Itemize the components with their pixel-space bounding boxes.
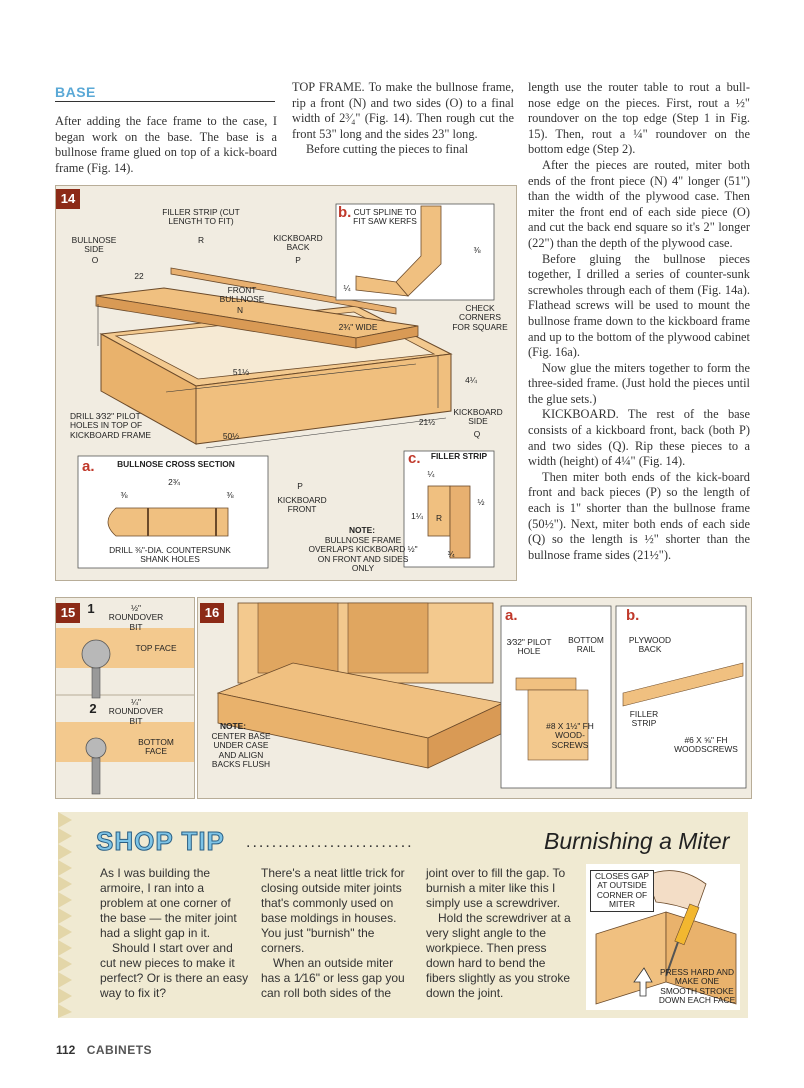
shop-tip-col-1: As I was building the armoire, I ran int… (100, 866, 250, 1001)
label-c-3-4: ¾ (447, 549, 455, 559)
label-bottom-rail: BOTTOM RAIL (568, 635, 604, 655)
figure-16-number: 16 (200, 603, 224, 623)
label-21-5: 21½ (418, 417, 436, 427)
label-bullnose-side: BULLNOSE SIDE (71, 235, 117, 255)
label-b-3-8: ⅜ (473, 245, 481, 255)
label-6-woodscrews: #6 x ⅝" Fh WOODSCREWS (674, 735, 738, 755)
label-quarter-roundover: ¼" ROUNDOVER BIT (108, 697, 164, 726)
detail-a-letter: a. (82, 458, 95, 475)
label-cut-spline: CUT SPLINE TO FIT SAW KERFS (353, 207, 417, 227)
shop-tip-col3-p2: Hold the screwdriver at a very slight an… (426, 911, 571, 1000)
figure-16: 16 NOTE: CENTER BASE UNDER CASE AND ALIG… (197, 597, 752, 799)
label-r: R (197, 235, 205, 245)
label-p-front: P (297, 481, 303, 491)
label-note-16-title: NOTE: (219, 721, 247, 731)
shop-tip-col2-p2: When an outside miter has a 1⁄16" or les… (261, 956, 405, 1000)
label-a-2-75: 2¾ (168, 477, 180, 487)
shop-tip-subtitle: Burnishing a Miter (544, 828, 730, 854)
label-c-r: R (435, 513, 443, 523)
col3-paragraph-1: length use the router table to rout a bu… (528, 80, 750, 157)
col3-paragraph-6: Then miter both ends of the kick-board f… (528, 469, 750, 562)
detail-b-letter: b. (338, 204, 352, 221)
label-c-1-25: 1¼ (411, 511, 423, 521)
shop-tip-col-2: There's a neat little trick for closing … (261, 866, 411, 1001)
col3-paragraph-3: Before gluing the bullnose pieces togeth… (528, 251, 750, 360)
label-top-face: TOP FACE (135, 643, 177, 653)
step-1: 1 (87, 601, 95, 616)
figure-15-number: 15 (56, 603, 80, 623)
col2-paragraph-1: TOP FRAME. To make the bullnose frame, r… (292, 80, 514, 141)
shop-tip-col-3: joint over to fill the gap. To burnish a… (426, 866, 578, 1001)
col3-paragraph-2: After the pieces are routed, miter both … (528, 157, 750, 250)
label-pilot-hole: 3⁄32" PILOT HOLE (506, 637, 552, 657)
page-footer: 112 CABINETS (56, 1043, 152, 1057)
figure-14-drawing (77, 203, 495, 569)
label-wide: 2¾" WIDE (338, 322, 378, 332)
label-o: O (91, 255, 99, 265)
label-kickboard-back: KICKBOARD BACK (273, 233, 323, 253)
label-filler-strip-detail: FILLER STRIP (430, 451, 488, 461)
shop-tip-col3-p1: joint over to fill the gap. To burnish a… (426, 866, 566, 910)
label-half-roundover: ½" ROUNDOVER BIT (108, 603, 164, 632)
figure-15-drawing (56, 628, 194, 795)
label-51-5: 51½ (232, 367, 250, 377)
label-a-3-8-left: ⅜ (120, 490, 128, 500)
column-1: After adding the face frame to the case,… (55, 114, 277, 176)
heading-rule (55, 101, 275, 102)
label-p: P (295, 255, 301, 265)
label-bullnose-cross-section: BULLNOSE CROSS SECTION (117, 459, 235, 469)
col3-paragraph-4: Now glue the miters together to form the… (528, 360, 750, 406)
label-note-16: CENTER BASE UNDER CASE AND ALIGN BACKS F… (211, 731, 271, 770)
label-22: 22 (134, 271, 144, 281)
label-filler-strip: FILLER STRIP (CUT LENGTH TO FIT) (162, 207, 240, 227)
shop-tip-col1-p1: As I was building the armoire, I ran int… (100, 866, 237, 940)
shop-tip-dots: .......................... (246, 834, 414, 851)
screwdriver-illustration (595, 870, 737, 1005)
detail-c-letter: c. (408, 450, 421, 467)
label-check-corners: CHECK CORNERS FOR SQUARE (452, 303, 508, 332)
page-number: 112 (56, 1043, 76, 1057)
section-name: CABINETS (86, 1043, 153, 1057)
label-filler-strip-16: FILLER STRIP (629, 709, 659, 729)
label-kickboard-side: KICKBOARD SIDE (453, 407, 503, 427)
section-heading-base: BASE (55, 84, 96, 100)
label-bottom-face: BOTTOM FACE (138, 737, 174, 757)
label-c-1-2: ½ (477, 497, 485, 507)
figure-15: 15 1 ½" ROUNDOVER BIT TOP FACE 2 ¼" ROUN… (55, 597, 195, 799)
label-closes-gap: CLOSES GAP AT OUTSIDE CORNER OF MITER (590, 870, 654, 912)
label-kickboard-front: KICKBOARD FRONT (277, 495, 327, 515)
col2-paragraph-2: Before cutting the pieces to final (306, 142, 469, 157)
label-drill-pilot: DRILL 3⁄32" PILOT HOLES IN TOP OF KICKBO… (70, 411, 151, 440)
column-3: length use the router table to rout a bu… (528, 80, 750, 563)
col1-paragraph: After adding the face frame to the case,… (55, 114, 277, 175)
figure-14-number: 14 (56, 189, 80, 209)
label-8-wood-screws: #8 x 1½" Fh WOOD-SCREWS (546, 721, 594, 750)
shop-tip-edge (58, 812, 72, 1018)
label-a-3-8-right: ⅜ (226, 490, 234, 500)
col3-paragraph-5: KICKBOARD. The rest of the base consists… (528, 407, 750, 469)
label-press-hard: PRESS HARD AND MAKE ONE SMOOTH STROKE DO… (658, 967, 736, 1006)
detail-16b-letter: b. (626, 607, 640, 624)
label-50-5: 50½ (222, 431, 240, 441)
shop-tip-col2-p1: There's a neat little trick for closing … (261, 866, 405, 955)
label-q: Q (473, 429, 481, 439)
shop-tip-box: SHOP TIP .......................... Burn… (58, 812, 748, 1018)
shop-tip-illustration: CLOSES GAP AT OUTSIDE CORNER OF MITER PR… (586, 864, 740, 1010)
label-drill-countersunk: DRILL ⅜"-DIA. COUNTERSUNK SHANK HOLES (109, 545, 231, 565)
figure-14: 14 FILLER STRIP (CUT LENGTH TO FIT) R BU… (55, 185, 517, 581)
shop-tip-col1-p2: Should I start over and cut new pieces t… (100, 941, 249, 1000)
label-plywood-back: PLYWOOD BACK (628, 635, 672, 655)
step-2: 2 (89, 701, 97, 716)
label-b-1-4: ¼ (343, 283, 351, 293)
label-note-title: NOTE: (348, 525, 376, 535)
shop-tip-title: SHOP TIP (96, 826, 225, 857)
label-c-1-4: ¼ (427, 469, 435, 479)
label-n: N (236, 305, 244, 315)
column-2: TOP FRAME. To make the bullnose frame, r… (292, 80, 514, 158)
label-note: BULLNOSE FRAME OVERLAPS KICKBOARD ½" ON … (308, 535, 418, 574)
label-front-bullnose: FRONT BULLNOSE (219, 285, 265, 305)
label-4-25: 4¼ (465, 375, 477, 385)
figure-16-drawing (216, 602, 747, 789)
detail-16a-letter: a. (505, 607, 518, 624)
